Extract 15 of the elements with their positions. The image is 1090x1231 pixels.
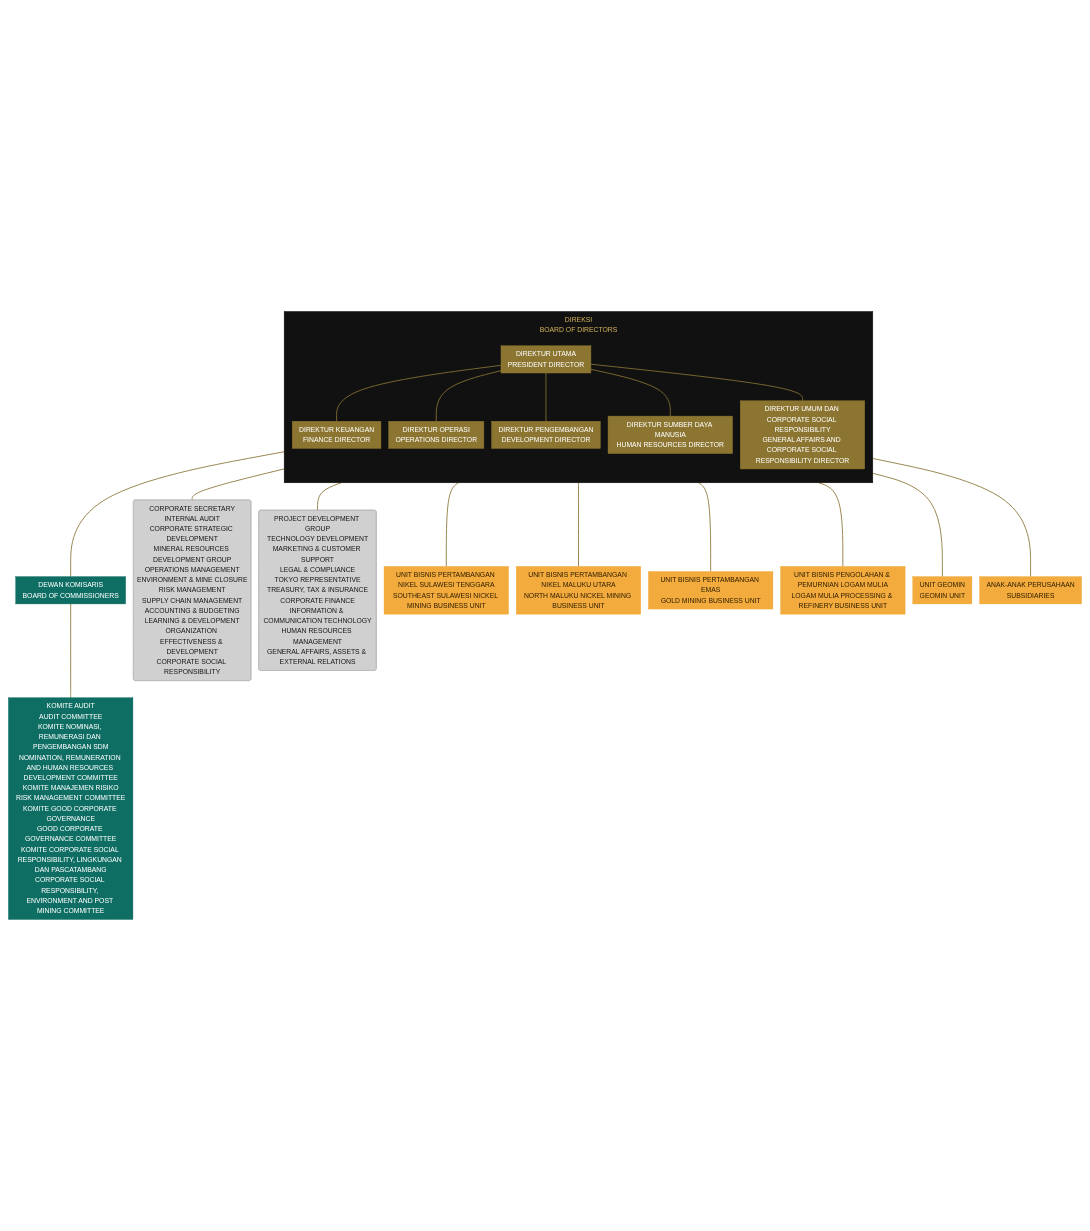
connector	[590, 368, 671, 417]
connector	[317, 482, 342, 511]
connector	[70, 451, 285, 578]
connector	[818, 482, 844, 567]
connector	[435, 370, 502, 422]
connector	[578, 482, 579, 567]
connector	[872, 473, 943, 578]
connector	[336, 364, 502, 422]
connector	[545, 372, 547, 422]
connector	[590, 363, 803, 402]
connector	[70, 603, 72, 699]
connector	[191, 468, 285, 501]
connector	[698, 482, 712, 572]
connector	[872, 458, 1031, 578]
connector	[445, 482, 459, 567]
